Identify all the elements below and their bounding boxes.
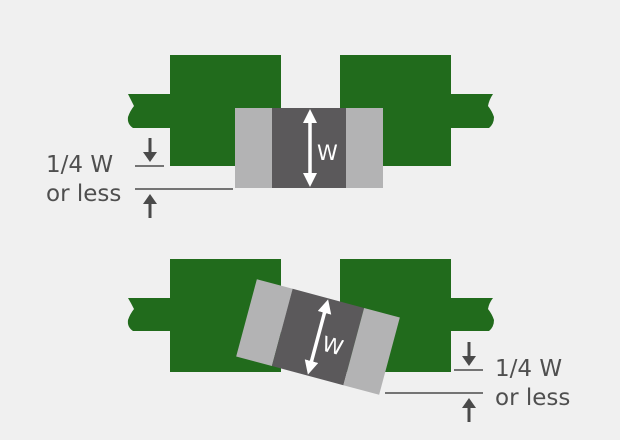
- bottom-up-arrow-icon: [462, 398, 476, 422]
- top-width-label: W: [317, 141, 338, 165]
- bottom-right-trace: [449, 298, 494, 331]
- bottom-component-terminal-right: [343, 307, 400, 395]
- bottom-component: W: [236, 279, 400, 395]
- top-down-arrow-icon: [143, 138, 157, 162]
- top-component: W: [235, 108, 383, 188]
- bottom-figure: W 1/4 W or less: [127, 259, 570, 422]
- bottom-width-arrow: [304, 299, 332, 375]
- top-right-trace: [449, 94, 494, 128]
- bottom-down-arrow-icon: [462, 342, 476, 366]
- top-dimension-label-line2: or less: [46, 181, 121, 207]
- top-dimension-label-line1: 1/4 W: [46, 152, 113, 178]
- top-figure: W 1/4 W or less: [46, 55, 494, 218]
- bottom-dimension-label-line2: or less: [495, 385, 570, 411]
- top-component-terminal-left: [235, 108, 272, 188]
- bottom-dimension-label-line1: 1/4 W: [495, 356, 562, 382]
- top-left-trace: [127, 94, 172, 128]
- top-component-terminal-right: [346, 108, 383, 188]
- bottom-component-terminal-left: [236, 279, 293, 367]
- bottom-left-trace: [127, 298, 172, 331]
- top-up-arrow-icon: [143, 194, 157, 218]
